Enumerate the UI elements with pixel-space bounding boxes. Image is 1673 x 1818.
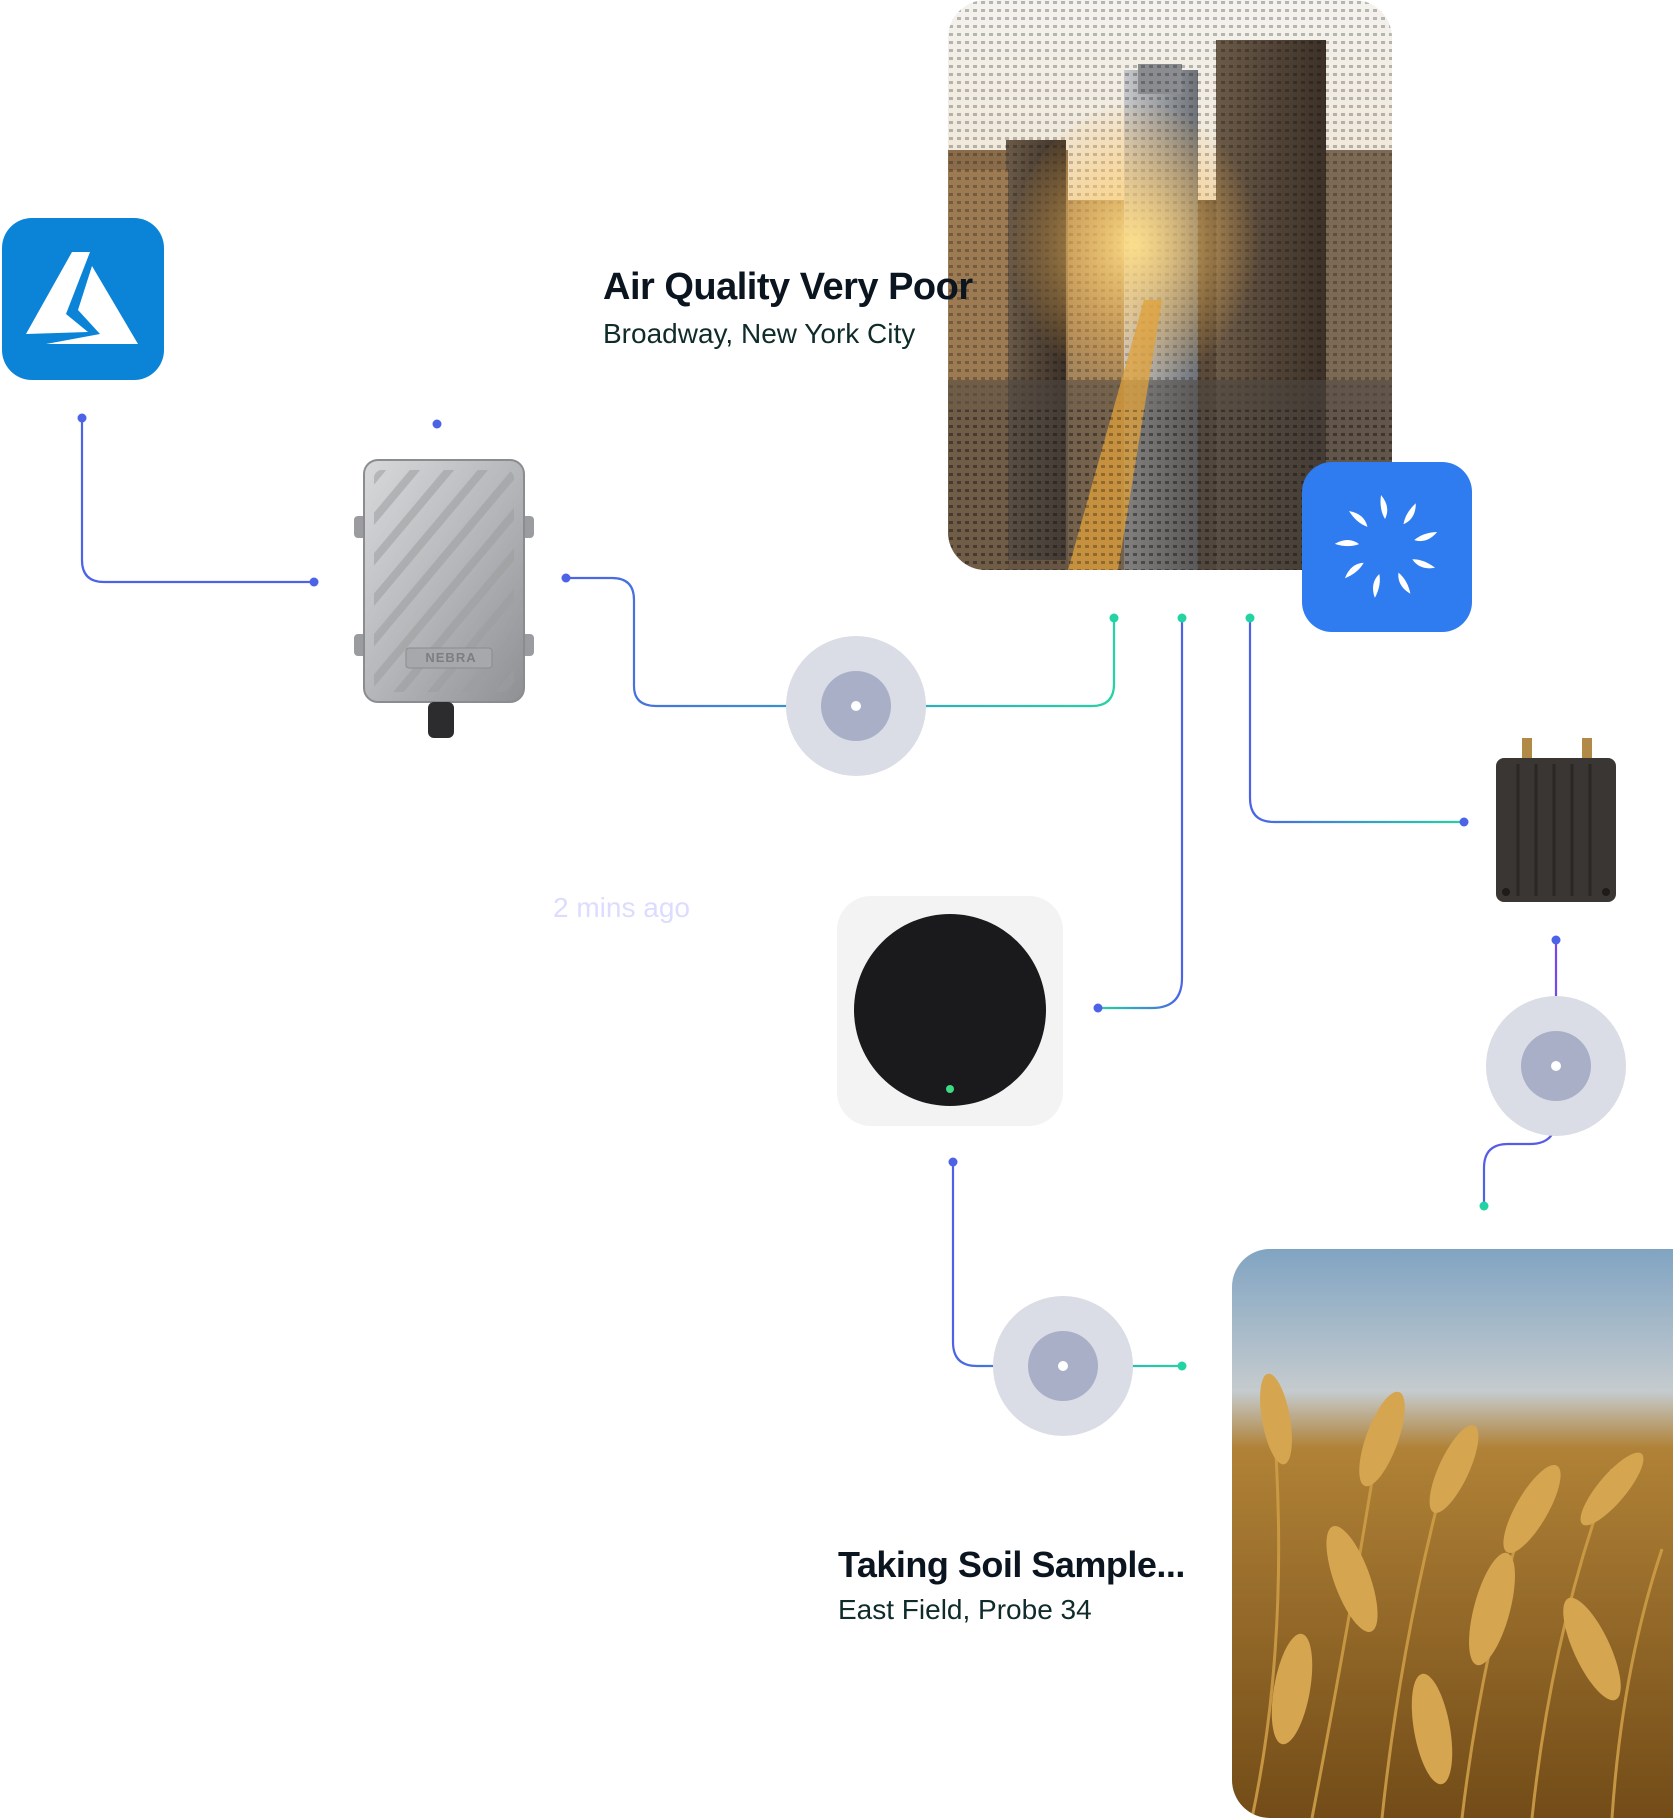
wheat-field-photo-card — [1232, 1249, 1673, 1818]
azure-icon — [26, 252, 138, 344]
spinner-tile[interactable] — [1302, 462, 1472, 632]
signal-ring-2 — [1486, 996, 1626, 1136]
dot — [1177, 613, 1187, 623]
spinner-icon — [1334, 495, 1438, 598]
mined-hnt-card: Mined 3.14 HNT 2 mins ago — [501, 814, 902, 960]
signal-ring-3 — [993, 1296, 1133, 1436]
dot — [309, 577, 319, 587]
city-skyline-image — [948, 0, 1392, 570]
mined-hnt-title: Mined 3.14 HNT — [553, 844, 815, 885]
wheat-field-image — [1232, 1249, 1673, 1818]
air-quality-location: Broadway, New York City — [603, 318, 916, 349]
dot — [77, 413, 87, 423]
dot — [1459, 817, 1469, 827]
air-quality-card: Air Quality Very Poor Broadway, New York… — [535, 234, 1071, 380]
dot — [1109, 613, 1119, 623]
soil-sample-card: Taking Soil Sample... East Field, Probe … — [774, 1514, 1324, 1660]
round-hotspot-device[interactable] — [837, 896, 1063, 1126]
dot — [1245, 613, 1255, 623]
gateway-device[interactable] — [1494, 738, 1620, 904]
line-gateway-field — [1482, 940, 1558, 1206]
dot — [1093, 1003, 1103, 1013]
dot — [1177, 1361, 1187, 1371]
dot — [1551, 935, 1561, 945]
line-city-gateway — [1248, 618, 1464, 824]
azure-tile[interactable] — [2, 218, 164, 380]
soil-sample-location: East Field, Probe 34 — [838, 1594, 1092, 1625]
nebra-outdoor-hotspot[interactable]: NEBRA — [352, 458, 544, 740]
mined-hnt-time: 2 mins ago — [553, 892, 690, 923]
signal-ring-1 — [786, 636, 926, 776]
dot — [432, 419, 442, 429]
city-photo-card — [948, 0, 1392, 570]
dot — [561, 573, 571, 583]
line-hotspot-field — [951, 1162, 1182, 1368]
dot — [1479, 1201, 1489, 1211]
line-city-hotspot — [1098, 618, 1184, 1010]
dot — [948, 1157, 958, 1167]
nebra-label: NEBRA — [425, 650, 477, 665]
line-nebra-city — [566, 576, 1116, 708]
air-quality-title: Air Quality Very Poor — [603, 266, 973, 308]
soil-sample-title: Taking Soil Sample... — [838, 1544, 1185, 1585]
line-azure-nebra — [80, 418, 314, 584]
